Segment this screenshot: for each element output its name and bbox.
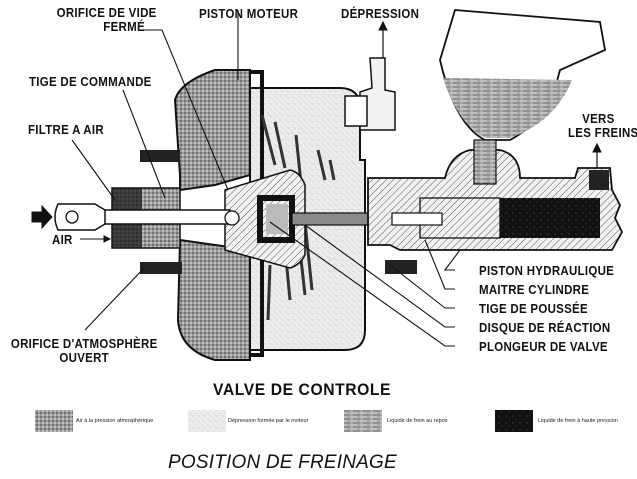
legend-label-fluid-rest: Liquide de frein au repos xyxy=(387,418,448,424)
label-tige-poussee: TIGE DE POUSSÉE xyxy=(479,302,588,316)
atmospheric-chamber-lower xyxy=(176,238,251,361)
label-plongeur-valve: PLONGEUR DE VALVE xyxy=(479,340,608,354)
legend-label-vacuum: Dépression formée par le moteur xyxy=(228,418,309,424)
label-orifice-atmosphere: ORIFICE D'ATMOSPHÈRE OUVERT xyxy=(6,337,162,365)
label-line: OUVERT xyxy=(59,351,109,365)
label-disque-reaction: DISQUE DE RÉACTION xyxy=(479,321,611,335)
clevis xyxy=(54,203,106,231)
label-depression: DÉPRESSION xyxy=(341,7,420,21)
label-maitre-cylindre: MAITRE CYLINDRE xyxy=(479,283,590,297)
legend-label-fluid-high: Liquide de frein à haute pression xyxy=(538,418,618,424)
arrows xyxy=(31,20,602,243)
label-line: VERS xyxy=(582,112,615,126)
label-line: ORIFICE DE VIDE xyxy=(56,6,157,20)
page-caption: POSITION DE FREINAGE xyxy=(168,452,397,473)
atmospheric-chamber xyxy=(173,69,251,192)
reservoir-outlet xyxy=(473,139,497,185)
label-line: LES FREINS xyxy=(568,126,637,140)
reaction-disc xyxy=(257,195,295,243)
control-rod xyxy=(94,209,231,225)
label-filtre-air: FILTRE A AIR xyxy=(28,123,104,137)
legend-swatch-vacuum xyxy=(188,410,226,432)
legend-swatch-fluid-rest xyxy=(344,410,382,432)
label-tige-commande: TIGE DE COMMANDE xyxy=(29,75,152,89)
valve-body xyxy=(224,169,306,269)
diagram-title: VALVE DE CONTROLE xyxy=(213,381,392,399)
vacuum-port xyxy=(359,57,396,131)
mounting-stud-top xyxy=(140,150,180,162)
label-vers-les-freins: VERS LES FREINS xyxy=(568,112,637,140)
label-air: AIR xyxy=(52,233,73,247)
label-piston-hydraulique: PISTON HYDRAULIQUE xyxy=(479,264,615,278)
legend-label-atmospheric: Air à la pression atmosphérique xyxy=(76,418,154,424)
legend-swatch-fluid-high xyxy=(495,410,533,432)
label-line: FERMÉ xyxy=(103,20,145,34)
legend-swatch-atmospheric xyxy=(35,410,73,432)
leader-lines xyxy=(71,10,461,347)
outlet-fitting xyxy=(589,170,609,190)
label-line: ORIFICE D'ATMOSPHÈRE xyxy=(10,337,158,351)
label-piston-moteur: PISTON MOTEUR xyxy=(199,7,299,21)
mounting-stud-right xyxy=(385,260,417,274)
mounting-stud-bottom xyxy=(140,262,182,274)
reservoir-fluid xyxy=(443,78,572,138)
input-force-arrow xyxy=(31,204,53,230)
high-pressure-fluid xyxy=(500,198,600,238)
label-orifice-vide-ferme: ORIFICE DE VIDE FERMÉ xyxy=(56,6,157,34)
